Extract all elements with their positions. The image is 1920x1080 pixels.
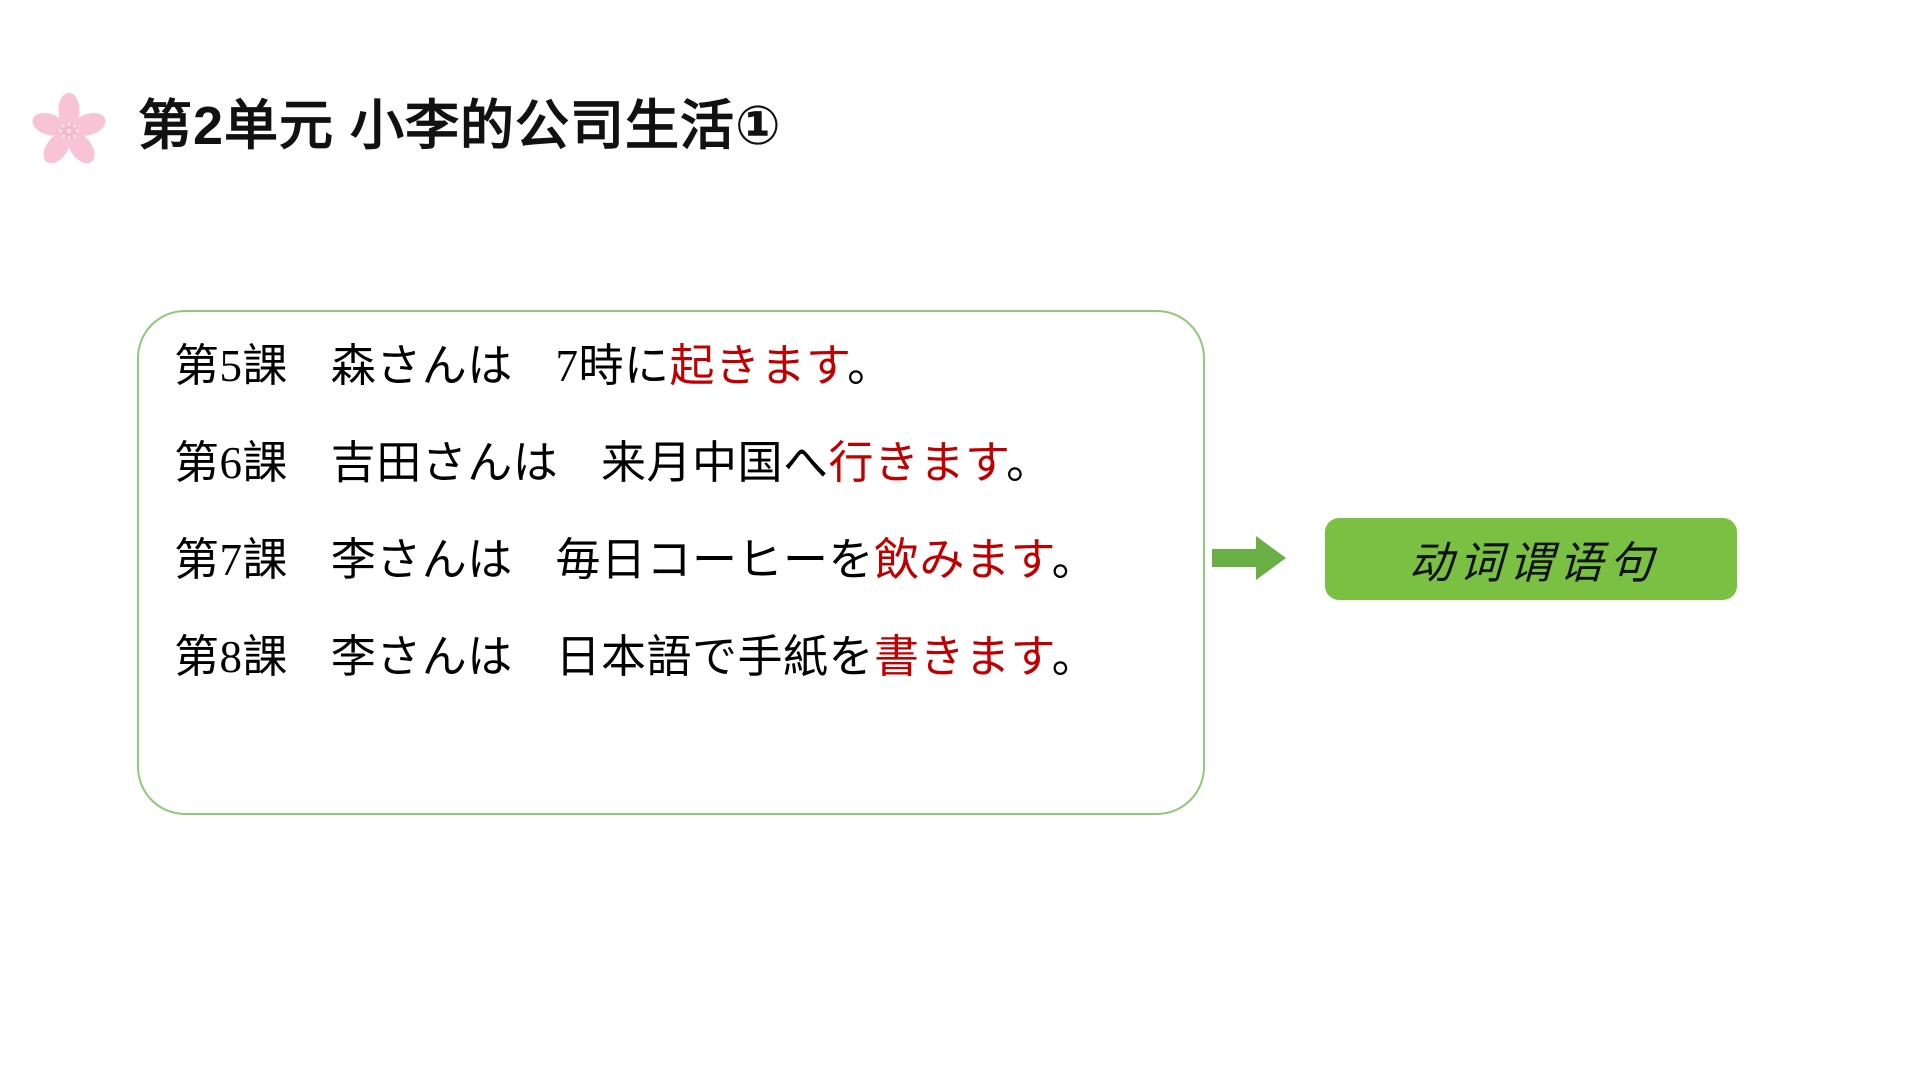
sentence-verb: 書きます <box>874 632 1052 683</box>
sentence-subject: 李さんは <box>330 535 513 586</box>
sentence-object: 来月中国へ <box>601 438 829 489</box>
sentence-subject: 李さんは <box>330 632 513 683</box>
sentence-verb: 行きます <box>828 438 1007 489</box>
category-label-box: 动词谓语句 <box>1325 518 1737 600</box>
sentence-object: 7時に <box>555 341 670 391</box>
sakura-flower-icon <box>32 92 106 164</box>
sentence-verb: 起きます <box>669 341 848 391</box>
lesson-label: 第6課 <box>174 438 289 489</box>
sentence-verb: 飲みます <box>874 535 1052 586</box>
sentence-row: 第5課森さんは 7時に起きます。 <box>174 340 1185 393</box>
lesson-label: 第8課 <box>174 632 289 683</box>
page-title: 第2单元 小李的公司生活① <box>138 96 782 157</box>
sentence-subject: 吉田さんは <box>330 438 559 489</box>
sentence-period: 。 <box>1051 535 1098 586</box>
slide-title-row: 第2单元 小李的公司生活① <box>30 72 782 182</box>
sentence-object: 毎日コーヒーを <box>555 535 875 586</box>
lesson-label: 第7課 <box>174 535 289 586</box>
category-label-text: 动词谓语句 <box>1407 539 1660 588</box>
sentence-row: 第6課吉田さんは来月中国へ行きます。 <box>174 437 1185 490</box>
sentence-subject: 森さんは <box>330 341 513 391</box>
sentence-object: 日本語で手紙を <box>555 632 875 683</box>
lesson-label: 第5課 <box>174 341 289 391</box>
sentence-period: 。 <box>1051 632 1098 683</box>
sentence-period: 。 <box>847 341 893 391</box>
sentence-row: 第7課李さんは毎日コーヒーを飲みます。 <box>174 534 1185 587</box>
sentence-row: 第8課李さんは日本語で手紙を書きます。 <box>174 631 1185 684</box>
sentence-period: 。 <box>1006 438 1052 489</box>
right-arrow-icon <box>1212 536 1286 580</box>
